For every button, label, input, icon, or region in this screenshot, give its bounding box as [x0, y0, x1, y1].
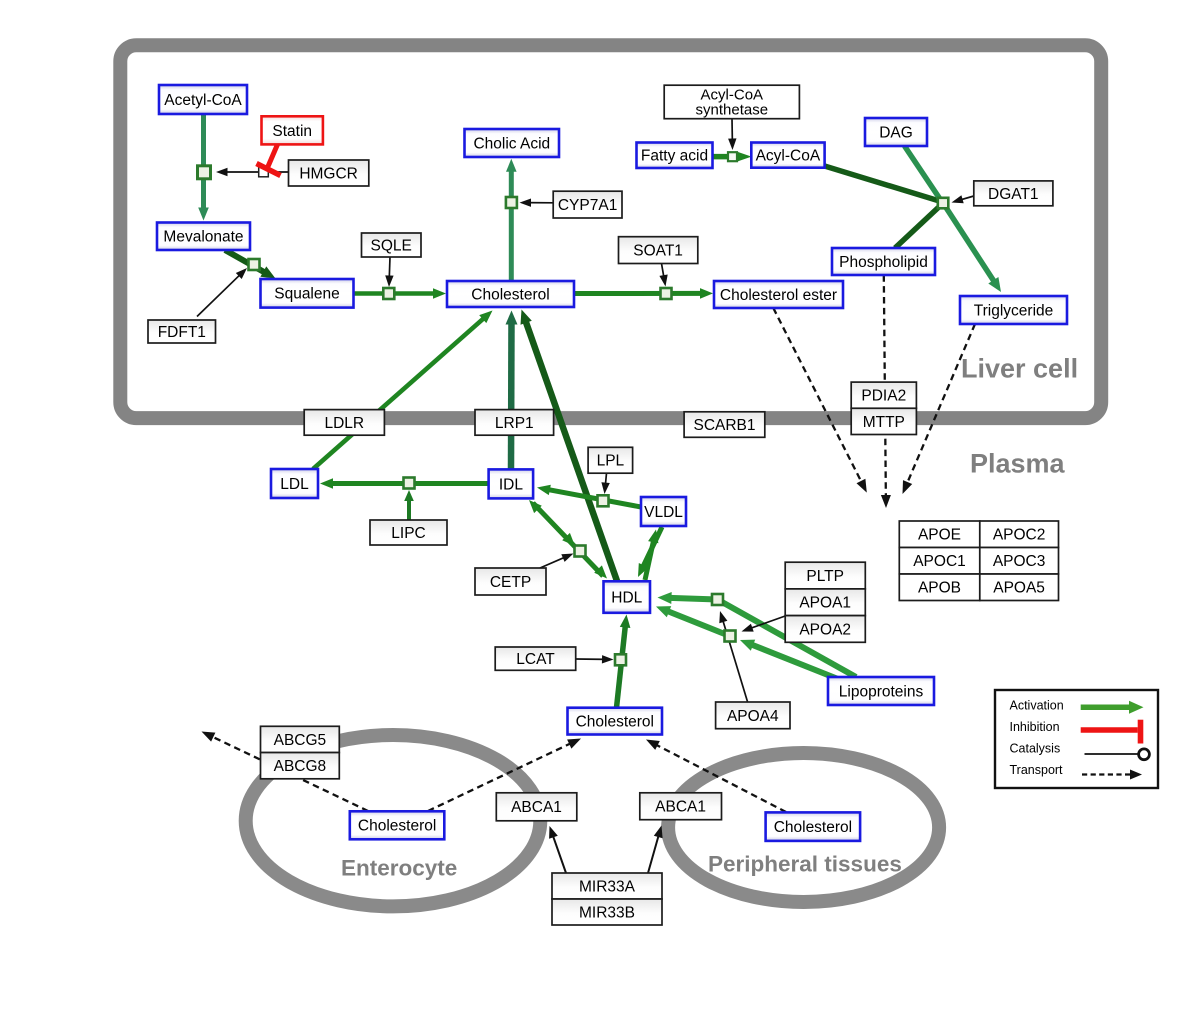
svg-text:APOA1: APOA1: [799, 595, 851, 612]
svg-text:LCAT: LCAT: [516, 651, 555, 668]
svg-text:Inhibition: Inhibition: [1010, 720, 1060, 734]
svg-text:Enterocyte: Enterocyte: [341, 856, 457, 881]
svg-text:CETP: CETP: [490, 574, 531, 591]
svg-text:LDL: LDL: [280, 476, 309, 493]
svg-text:Acetyl-CoA: Acetyl-CoA: [164, 92, 242, 109]
svg-text:Fatty acid: Fatty acid: [641, 148, 708, 165]
svg-text:LRP1: LRP1: [495, 415, 534, 432]
svg-text:Acyl-CoA: Acyl-CoA: [756, 148, 821, 165]
svg-text:Phospholipid: Phospholipid: [839, 254, 928, 271]
svg-text:ABCG8: ABCG8: [274, 758, 327, 775]
svg-text:Statin: Statin: [272, 123, 312, 140]
svg-text:MIR33B: MIR33B: [579, 904, 635, 921]
svg-text:Cholic Acid: Cholic Acid: [473, 135, 550, 152]
svg-text:ABCA1: ABCA1: [511, 799, 562, 816]
svg-text:APOC1: APOC1: [913, 553, 966, 570]
svg-text:Cholesterol: Cholesterol: [471, 286, 549, 303]
svg-text:ABCG5: ABCG5: [274, 732, 327, 749]
svg-text:DGAT1: DGAT1: [988, 186, 1039, 203]
svg-text:VLDL: VLDL: [644, 504, 683, 521]
svg-text:HMGCR: HMGCR: [299, 165, 358, 182]
svg-text:FDFT1: FDFT1: [158, 324, 206, 341]
svg-text:Plasma: Plasma: [970, 449, 1066, 479]
svg-text:ABCA1: ABCA1: [655, 799, 706, 816]
svg-text:Peripheral tissues: Peripheral tissues: [708, 852, 902, 877]
svg-text:Activation: Activation: [1010, 698, 1064, 712]
svg-text:APOB: APOB: [918, 580, 961, 597]
svg-text:CYP7A1: CYP7A1: [558, 197, 617, 214]
svg-text:Squalene: Squalene: [274, 286, 340, 303]
svg-text:APOA4: APOA4: [727, 708, 779, 725]
svg-text:SQLE: SQLE: [371, 237, 412, 254]
svg-text:SOAT1: SOAT1: [633, 243, 683, 260]
svg-text:Catalysis: Catalysis: [1010, 741, 1061, 755]
svg-text:MIR33A: MIR33A: [579, 878, 636, 895]
svg-text:Lipoproteins: Lipoproteins: [839, 683, 924, 700]
svg-text:PLTP: PLTP: [806, 568, 844, 585]
svg-text:Mevalonate: Mevalonate: [163, 229, 243, 246]
svg-text:APOA5: APOA5: [993, 580, 1045, 597]
svg-text:HDL: HDL: [611, 590, 642, 607]
svg-text:Cholesterol: Cholesterol: [358, 818, 436, 835]
svg-text:PDIA2: PDIA2: [861, 388, 906, 405]
svg-text:IDL: IDL: [499, 476, 524, 493]
svg-text:LDLR: LDLR: [324, 415, 364, 432]
svg-text:APOC2: APOC2: [993, 527, 1046, 544]
svg-text:Transport: Transport: [1010, 763, 1064, 777]
svg-text:MTTP: MTTP: [863, 414, 905, 431]
svg-text:Cholesterol: Cholesterol: [774, 819, 852, 836]
svg-text:synthetase: synthetase: [696, 102, 769, 119]
svg-text:SCARB1: SCARB1: [693, 417, 755, 434]
svg-text:Liver cell: Liver cell: [961, 354, 1078, 384]
svg-text:APOA2: APOA2: [799, 621, 851, 638]
svg-text:LPL: LPL: [597, 453, 625, 470]
svg-text:APOE: APOE: [918, 527, 961, 544]
svg-text:DAG: DAG: [879, 124, 913, 141]
svg-text:Cholesterol: Cholesterol: [576, 714, 654, 731]
svg-text:Cholesterol ester: Cholesterol ester: [720, 287, 837, 304]
svg-text:LIPC: LIPC: [391, 525, 425, 542]
svg-text:Triglyceride: Triglyceride: [974, 302, 1054, 319]
svg-text:APOC3: APOC3: [993, 553, 1046, 570]
